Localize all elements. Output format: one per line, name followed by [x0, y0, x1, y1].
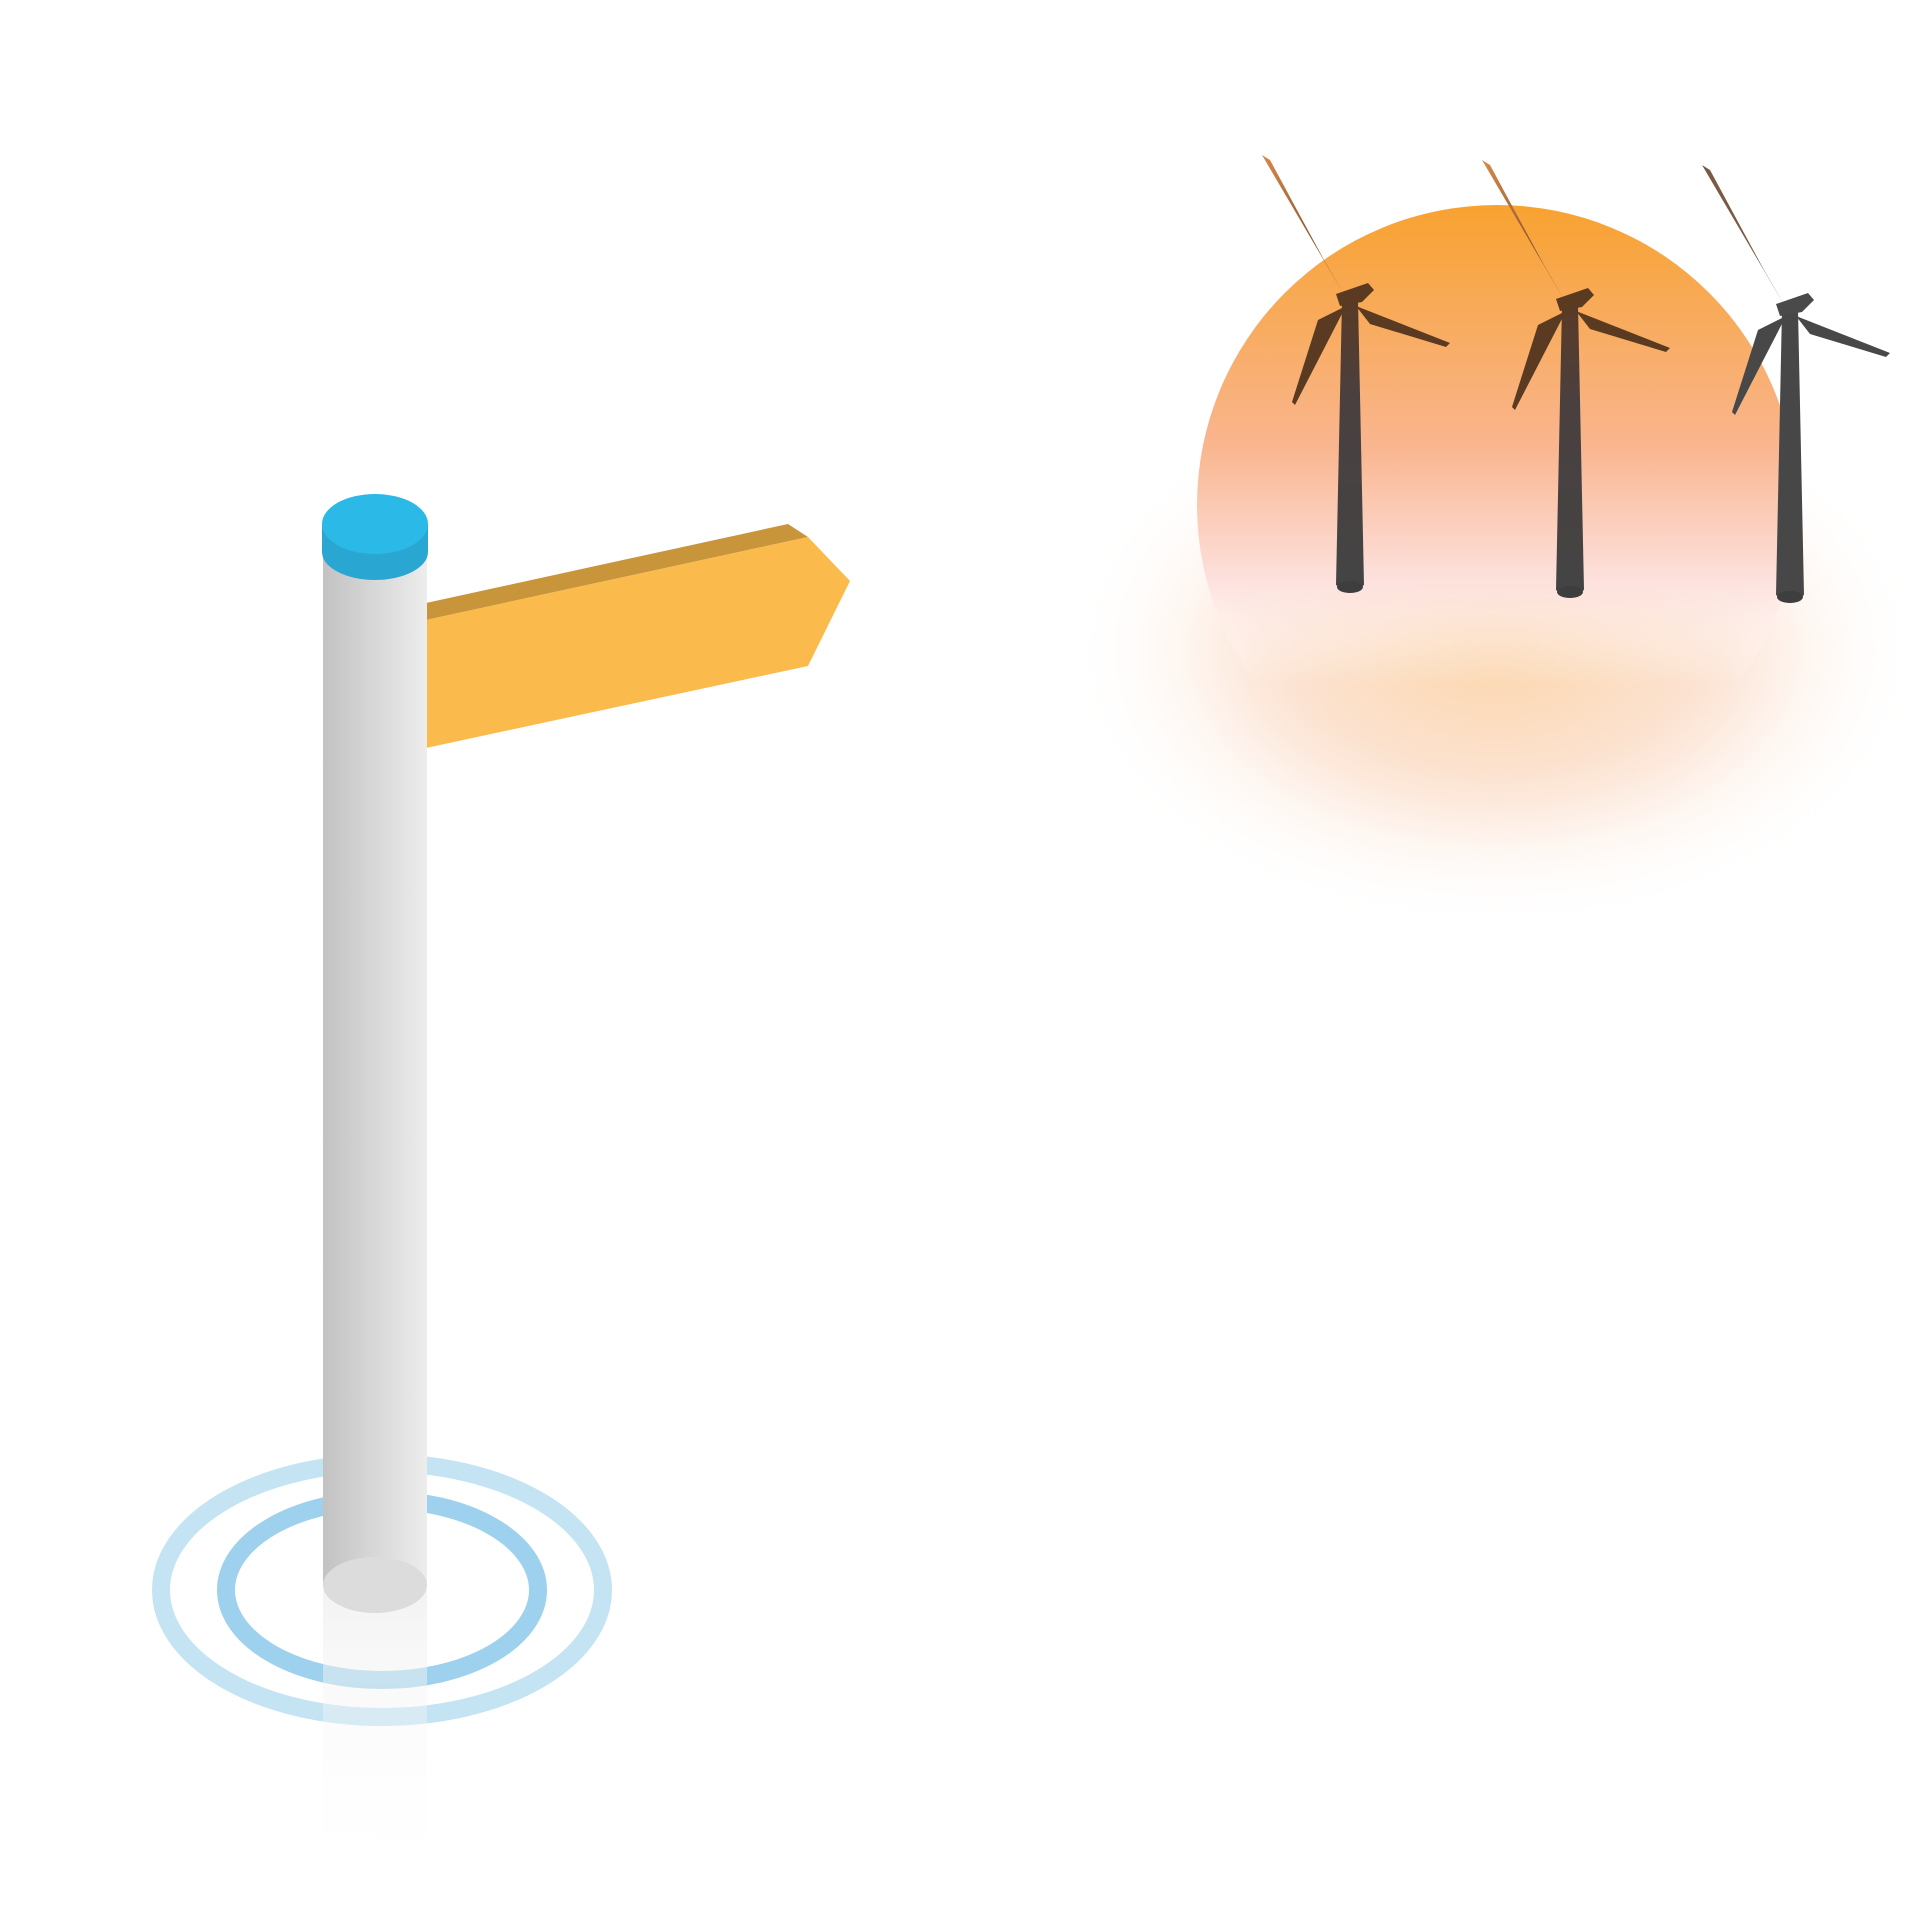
turbine-nacelle [1336, 283, 1374, 306]
pole-cap-top [322, 494, 428, 554]
sign-board-face [426, 537, 850, 748]
turbine-tower [1776, 310, 1804, 600]
turbine-blade-right [1796, 316, 1890, 357]
pole-reflection [323, 1590, 427, 1890]
turbine-nacelle [1776, 293, 1814, 316]
wind-turbine-icon [1482, 160, 1670, 598]
turbine-blade-up [1262, 155, 1346, 298]
turbine-blade-right [1576, 311, 1670, 352]
turbine-nacelle [1556, 288, 1594, 311]
turbine-tower [1336, 300, 1364, 590]
turbine-tower [1556, 305, 1584, 595]
sign-board-top-edge [426, 524, 808, 620]
wind-turbine-icon [1702, 165, 1890, 603]
turbine-blade-left [1732, 316, 1786, 415]
turbine-base [1337, 581, 1363, 593]
turbine-blade-up [1482, 160, 1566, 303]
turbine-blade-left [1512, 311, 1566, 410]
turbine-blade-left [1292, 306, 1346, 405]
pole-body [323, 550, 427, 1585]
wind-turbine-icon [1262, 155, 1450, 593]
turbine-blade-up [1702, 165, 1786, 308]
turbine-base [1777, 591, 1803, 603]
turbine-blade-right [1356, 306, 1450, 347]
turbine-base [1557, 586, 1583, 598]
pole-bottom [323, 1557, 427, 1613]
signpost-icon [322, 494, 850, 1613]
setting-sun-icon [1197, 205, 1797, 805]
